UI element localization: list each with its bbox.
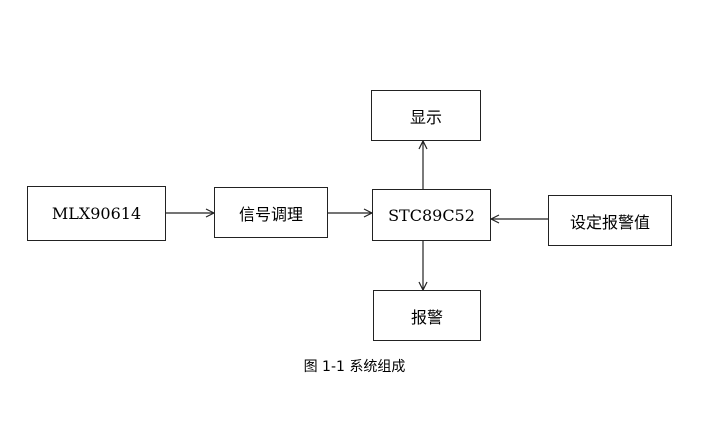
- node-display: 显示: [371, 90, 481, 141]
- node-signal-label: 信号调理: [238, 204, 303, 224]
- node-setting-label: 设定报警值: [569, 212, 650, 232]
- figure-caption: 图 1-1 系统组成: [303, 359, 406, 375]
- node-mcu: STC89C52: [372, 189, 491, 241]
- node-alarm: 报警: [373, 290, 481, 341]
- node-display-label: 显示: [409, 107, 442, 127]
- node-mcu-label: STC89C52: [388, 205, 475, 225]
- node-sensor: MLX90614: [27, 186, 166, 241]
- node-sensor-label: MLX90614: [51, 204, 142, 223]
- node-signal-conditioning: 信号调理: [214, 187, 328, 238]
- node-alarm-setting: 设定报警值: [548, 195, 672, 246]
- node-alarm-label: 报警: [410, 307, 443, 327]
